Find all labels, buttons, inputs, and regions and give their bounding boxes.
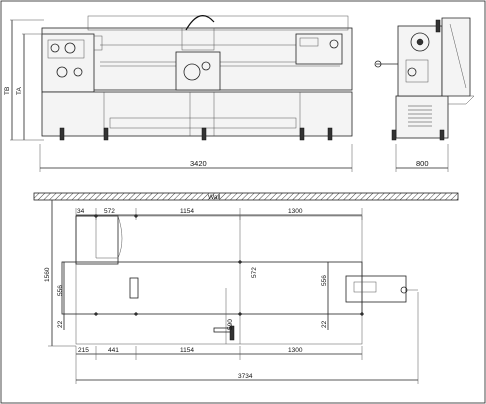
quill <box>299 37 319 47</box>
plan-depth-value: 1560 <box>44 267 51 282</box>
center-dim-572: 572 <box>251 267 258 278</box>
bottom-dim-215: 215 <box>78 347 89 354</box>
front-view: TB TA 3420 <box>4 15 353 172</box>
tailstock-plan <box>345 275 407 303</box>
carriage-apron <box>175 51 221 91</box>
chuck <box>93 35 103 51</box>
front-length-value: 3420 <box>190 159 207 168</box>
chip-guard <box>441 17 471 97</box>
foot <box>59 127 65 141</box>
vent-grille <box>408 105 432 127</box>
gear-icon <box>50 43 60 53</box>
right-inner-depth: 556 <box>321 275 328 286</box>
footprint-outline <box>75 215 363 345</box>
coolant-nozzle <box>435 19 441 33</box>
side-handwheel-icon <box>407 67 417 77</box>
bottom-dim-1300: 1300 <box>288 347 303 354</box>
tailstock-handwheel-icon <box>329 39 339 49</box>
wall-label: Wall <box>208 194 221 201</box>
side-width-value: 800 <box>416 159 429 168</box>
foot <box>201 127 207 141</box>
chip-guard-plan <box>75 215 119 265</box>
splash-guard <box>87 15 349 31</box>
side-foot <box>391 129 397 141</box>
bottom-dim-1154: 1154 <box>180 347 194 354</box>
top-dim-34: 34 <box>77 208 85 215</box>
door-swing <box>95 215 123 259</box>
side-chuck-icon <box>410 32 430 52</box>
plan-view: Wall 34 572 1154 1300 <box>33 192 459 384</box>
top-dim-572: 572 <box>104 208 115 215</box>
coolant-hose <box>185 15 215 31</box>
right-bottom-gap: 22 <box>321 320 328 328</box>
base-cabinet <box>41 91 353 137</box>
center-dim-590: 590 <box>227 319 234 330</box>
side-headstock <box>397 25 443 97</box>
tool-post <box>181 27 215 51</box>
height-label-ta: TA <box>16 87 23 95</box>
gear-icon <box>64 42 76 54</box>
side-cabinet <box>395 95 449 139</box>
headstock-panel <box>47 39 85 59</box>
top-dim-1154: 1154 <box>180 208 194 215</box>
gear-icon <box>56 66 68 78</box>
height-label-tb: TB <box>4 87 11 95</box>
left-inner-depth: 556 <box>57 285 64 296</box>
left-bottom-gap: 22 <box>57 320 64 328</box>
plan-length-value: 3734 <box>238 373 253 380</box>
handwheel-icon <box>183 63 201 81</box>
bottom-dim-441: 441 <box>108 347 119 354</box>
lever-plan <box>229 325 235 341</box>
gear-icon <box>73 67 83 77</box>
side-foot <box>439 129 445 141</box>
top-dim-1300: 1300 <box>288 208 303 215</box>
side-view: 800 <box>374 17 475 172</box>
side-apron <box>405 59 429 83</box>
carriage-plan <box>129 277 139 299</box>
splash-tray <box>447 95 475 105</box>
headstock <box>41 33 95 93</box>
foot <box>299 127 305 141</box>
wall-hatch <box>33 192 459 201</box>
lathe-bed-plan <box>61 261 363 315</box>
tailstock <box>295 33 343 65</box>
foot <box>103 127 109 141</box>
foot <box>327 127 333 141</box>
knob-icon <box>201 61 211 71</box>
